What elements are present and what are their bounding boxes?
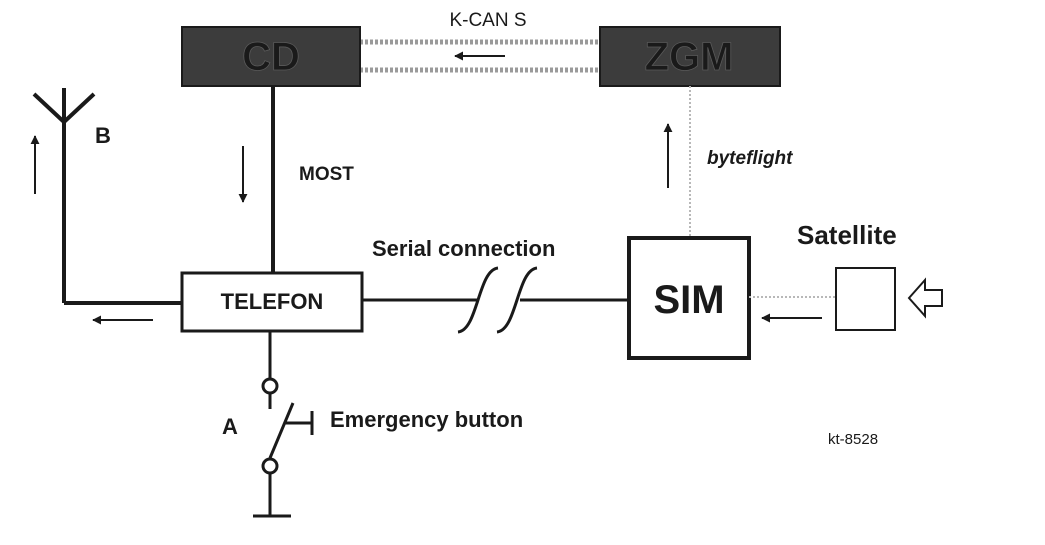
kcan-bus [360,39,600,73]
zgm-label: ZGM [645,35,734,79]
emergency-button-label: Emergency button [330,407,523,432]
serial-label: Serial connection [372,236,555,261]
sim-block: SIM [627,236,751,360]
cd-label: CD [242,35,300,79]
push-switch-icon [268,402,314,459]
sim-label: SIM [653,278,724,322]
ground-icon [253,457,291,518]
figure-id: kt-8528 [828,431,878,448]
serial-connection-line [362,266,629,334]
hollow-arrow-icon [907,277,943,319]
zgm-block: ZGM [599,26,781,87]
kcan-label: K-CAN S [449,10,526,31]
byteflight-label: byteflight [707,148,793,169]
telefon-label: TELEFON [221,289,324,314]
telefon-block: TELEFON [180,271,364,333]
most-label: MOST [299,164,354,185]
satellite-box-icon [835,267,896,331]
antenna-label: B [95,123,111,148]
satellite-label: Satellite [797,220,897,250]
antenna-icon [32,88,182,305]
cd-block: CD [181,26,361,87]
emergency-marker-label: A [222,414,238,439]
emergency-circuit [261,331,279,409]
